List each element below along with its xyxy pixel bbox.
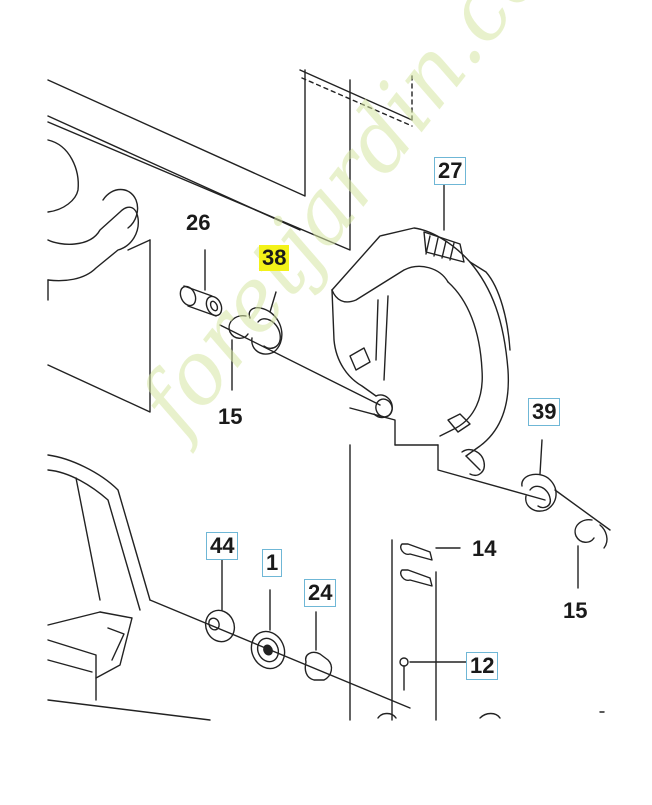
part-44-washer xyxy=(204,559,236,643)
axis-lines xyxy=(149,324,611,721)
part-38-spring xyxy=(248,291,283,355)
part-15-circlip-lower xyxy=(574,519,595,589)
lower-housing xyxy=(47,454,211,721)
callout-38: 38 xyxy=(259,245,290,271)
part-27-bracket xyxy=(331,167,511,457)
part-15-circlip-upper xyxy=(228,315,249,391)
part-1-bearing xyxy=(250,589,286,670)
callout-26: 26 xyxy=(186,210,211,235)
callout-24: 24 xyxy=(304,579,337,607)
part-12-screw xyxy=(399,657,467,691)
callout-39: 39 xyxy=(528,398,561,426)
callout-44: 44 xyxy=(206,532,239,560)
callout-12: 12 xyxy=(466,652,499,680)
callout-15-upper: 15 xyxy=(218,404,243,429)
part-26-bushing xyxy=(179,249,223,317)
hook-detail xyxy=(461,448,485,476)
bottom-fragments xyxy=(377,711,605,719)
part-24-cap xyxy=(304,611,333,681)
handle-tube xyxy=(47,139,151,413)
part-39-spring xyxy=(521,439,557,512)
callout-14: 14 xyxy=(472,536,497,561)
part-14-screws xyxy=(391,539,461,721)
callout-27: 27 xyxy=(434,157,467,185)
callout-15-lower: 15 xyxy=(563,598,588,623)
housing-outline xyxy=(47,69,413,251)
callout-1: 1 xyxy=(262,549,283,577)
